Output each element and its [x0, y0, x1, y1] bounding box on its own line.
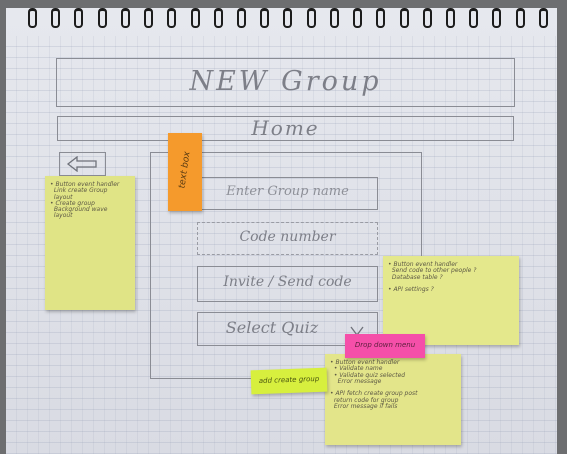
invite-button-label: Invite / Send code [223, 274, 352, 290]
notebook-page [6, 8, 557, 454]
code-number-input-label: Code number [239, 229, 336, 245]
spiral-ring [283, 8, 293, 28]
spiral-ring [213, 8, 223, 28]
spiral-ring [167, 8, 177, 28]
arrow-left-icon [66, 155, 98, 173]
spiral-ring [445, 8, 455, 28]
spiral-ring [376, 8, 386, 28]
select-quiz-dropdown[interactable] [197, 312, 378, 346]
spiral-ring [329, 8, 339, 28]
spiral-ring [538, 8, 548, 28]
right-sticky-note [383, 256, 519, 345]
title-box-label: NEW Group [189, 66, 382, 97]
spiral-ring [190, 8, 200, 28]
spiral-ring [144, 8, 154, 28]
spiral-ring [120, 8, 130, 28]
bottom-sticky-note-text: • Button event handler • Validate name •… [330, 359, 418, 411]
code-number-input[interactable] [197, 222, 378, 255]
spiral-ring [306, 8, 316, 28]
spiral-binding [28, 8, 548, 34]
title-box [56, 58, 515, 107]
home-box-label: Home [251, 116, 320, 140]
spiral-ring [28, 8, 37, 28]
back-button[interactable] [59, 152, 106, 176]
left-sticky-note-text: • Button event handler Link create Group… [50, 181, 120, 220]
home-box [57, 116, 514, 141]
spiral-ring [74, 8, 84, 28]
spiral-ring [236, 8, 246, 28]
group-name-input-label: Enter Group name [226, 184, 349, 199]
spiral-ring [353, 8, 363, 28]
spiral-ring [492, 8, 502, 28]
spiral-ring [469, 8, 479, 28]
dropdown-tag [345, 334, 425, 358]
spiral-ring [51, 8, 61, 28]
dropdown-tag-label: Drop down menu [354, 341, 416, 349]
left-sticky-note [45, 176, 135, 310]
right-sticky-note-text: • Button event handler Send code to othe… [388, 261, 477, 294]
invite-button[interactable] [197, 266, 378, 302]
select-quiz-label: Select Quiz [225, 318, 319, 337]
bottom-sticky-note [325, 354, 461, 445]
spiral-ring [422, 8, 432, 28]
chevron-down-icon [350, 322, 364, 337]
spiral-ring [515, 8, 525, 28]
text-box-tag [168, 133, 202, 211]
spiral-ring [97, 8, 107, 28]
spiral-ring [260, 8, 270, 28]
spiral-ring [399, 8, 409, 28]
